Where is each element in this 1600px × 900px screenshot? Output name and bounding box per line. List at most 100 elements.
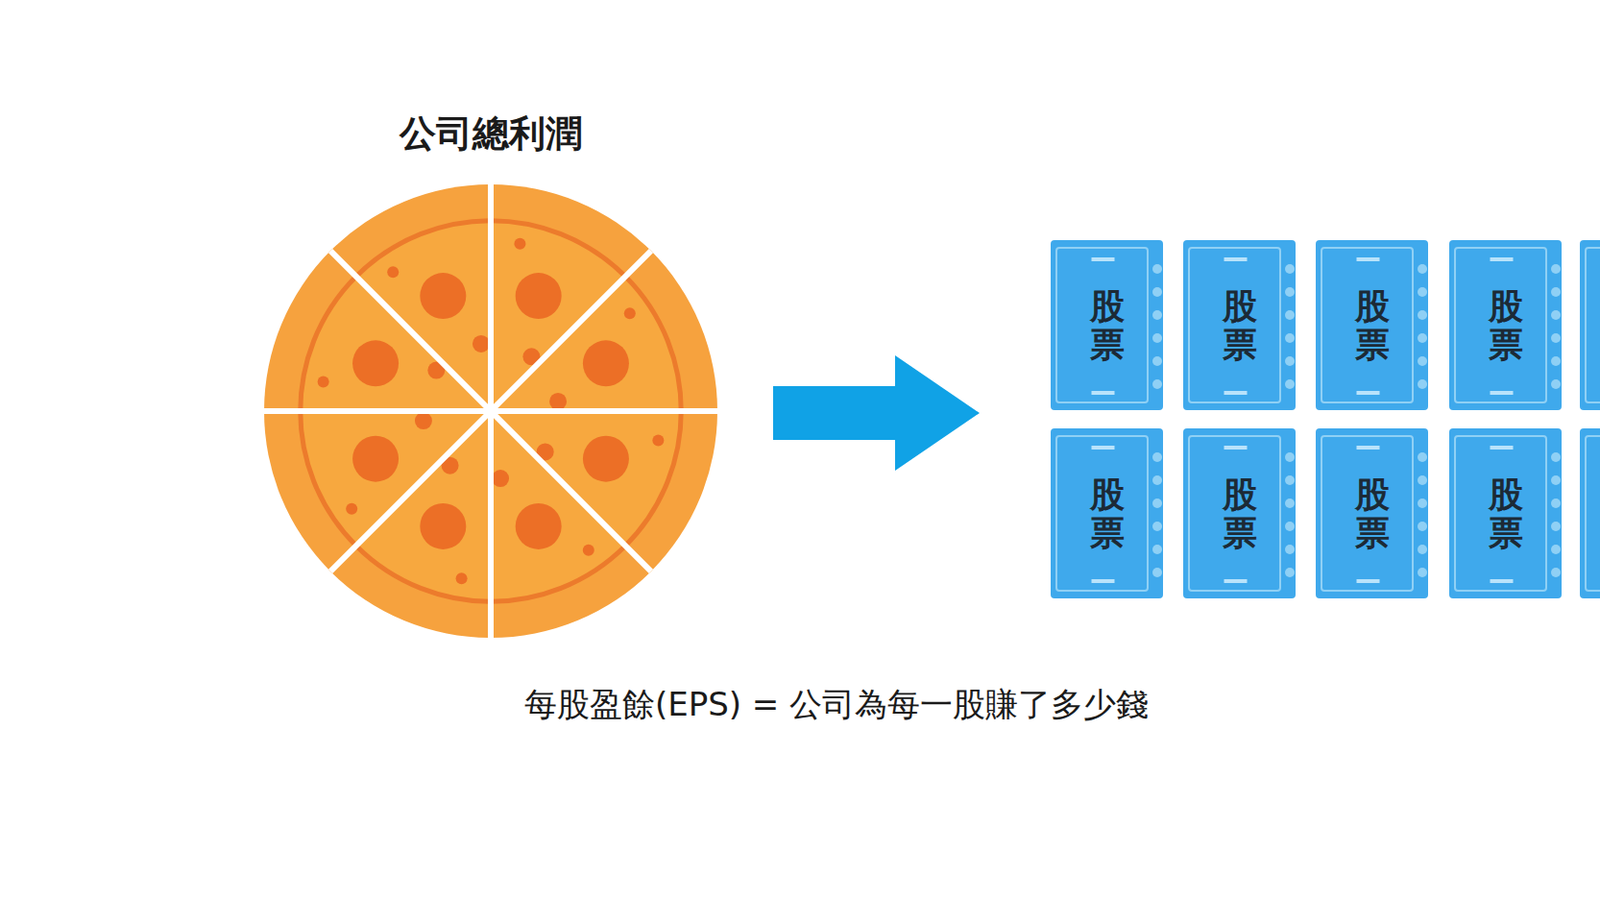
pizza-drawing xyxy=(264,184,718,638)
ticket-notch xyxy=(1551,498,1561,509)
ticket-notch xyxy=(1284,475,1295,485)
ticket-notch xyxy=(1417,333,1428,343)
pepperoni xyxy=(582,544,595,557)
ticket-notch xyxy=(1551,452,1561,462)
ticket-dash xyxy=(1091,257,1116,262)
ticket-dash xyxy=(1357,257,1381,262)
pepperoni xyxy=(652,434,664,446)
stock-ticket: 股票 xyxy=(1183,240,1296,411)
ticket-notch xyxy=(1152,287,1163,297)
ticket-notch xyxy=(1284,356,1295,366)
pepperoni xyxy=(317,376,330,388)
ticket-notch xyxy=(1417,356,1428,366)
ticket-notch xyxy=(1152,264,1163,274)
ticket-notch xyxy=(1417,567,1428,578)
profit-heading: 公司總利潤 xyxy=(399,109,582,159)
ticket-label: 股票 xyxy=(1355,287,1390,364)
ticket-notch xyxy=(1284,498,1295,509)
ticket-notch xyxy=(1152,567,1163,578)
partial-ticket xyxy=(1579,240,1600,411)
ticket-notch xyxy=(1551,287,1561,297)
ticket-notch xyxy=(1417,452,1428,462)
ticket-outline xyxy=(1454,436,1547,591)
ticket-notch xyxy=(1551,567,1561,578)
pepperoni xyxy=(549,392,567,411)
ticket-dash xyxy=(1490,390,1514,395)
pepperoni xyxy=(515,272,562,319)
stock-ticket: 股票 xyxy=(1315,428,1429,599)
ticket-notch xyxy=(1551,333,1561,343)
ticket-label: 股票 xyxy=(1488,287,1524,364)
ticket-label: 股票 xyxy=(1090,475,1125,552)
pepperoni xyxy=(582,339,630,387)
pepperoni xyxy=(491,469,510,487)
pizza-profit: 公司總利潤 xyxy=(264,184,718,638)
ticket-notch xyxy=(1152,310,1163,320)
ticket-notch xyxy=(1284,379,1295,389)
ticket-notch xyxy=(1152,452,1163,462)
ticket-outline xyxy=(1321,436,1413,591)
ticket-dash xyxy=(1224,579,1248,583)
ticket-outline xyxy=(1056,247,1148,403)
ticket-dash xyxy=(1357,445,1381,450)
ticket-notch xyxy=(1417,287,1428,297)
ticket-notch xyxy=(1284,287,1295,297)
ticket-notch xyxy=(1551,264,1561,274)
stock-ticket: 股票 xyxy=(1050,428,1164,599)
ticket-notch xyxy=(1417,475,1428,485)
pepperoni xyxy=(387,266,399,278)
ticket-notch xyxy=(1551,379,1561,389)
ticket-notch xyxy=(1551,521,1561,532)
ticket-notch xyxy=(1284,333,1295,343)
ticket-label: 股票 xyxy=(1488,475,1524,552)
stock-ticket: 股票 xyxy=(1183,428,1296,599)
partial-ticket xyxy=(1579,428,1600,599)
pepperoni xyxy=(414,412,433,430)
stock-ticket: 股票 xyxy=(1449,240,1562,411)
ticket-dash xyxy=(1490,579,1514,583)
ticket-notch xyxy=(1152,356,1163,366)
ticket-notch xyxy=(1284,521,1295,532)
ticket-notch xyxy=(1152,475,1163,485)
ticket-notch xyxy=(1417,498,1428,509)
ticket-notch xyxy=(1284,310,1295,320)
ticket-notch xyxy=(1284,544,1295,555)
pepperoni xyxy=(345,503,358,515)
partial-ticket-outline xyxy=(1585,247,1600,403)
stock-ticket: 股票 xyxy=(1315,240,1429,411)
partial-ticket-outline xyxy=(1585,436,1600,591)
ticket-label: 股票 xyxy=(1222,287,1258,364)
arrow-head xyxy=(895,355,980,471)
pepperoni xyxy=(419,503,466,550)
ticket-label: 股票 xyxy=(1355,475,1390,552)
ticket-notch xyxy=(1551,310,1561,320)
flow-arrow xyxy=(773,355,980,471)
ticket-dash xyxy=(1224,445,1248,450)
arrow-shaft xyxy=(773,386,896,440)
ticket-dash xyxy=(1091,390,1116,395)
pizza-crust xyxy=(264,184,718,638)
slice-cut xyxy=(330,250,652,572)
ticket-dash xyxy=(1224,390,1248,395)
ticket-dash xyxy=(1091,579,1116,583)
pepperoni xyxy=(472,335,490,353)
caption: 每股盈餘(EPS) = 公司為每一股賺了多少錢 xyxy=(524,682,1149,728)
ticket-notch xyxy=(1152,498,1163,509)
ticket-notch xyxy=(1284,264,1295,274)
ticket-notch xyxy=(1417,310,1428,320)
ticket-dash xyxy=(1490,445,1514,450)
ticket-notch xyxy=(1152,544,1163,555)
ticket-outline xyxy=(1188,247,1281,403)
ticket-dash xyxy=(1357,390,1381,395)
ticket-notch xyxy=(1152,333,1163,343)
stock-ticket: 股票 xyxy=(1050,240,1164,411)
ticket-notch xyxy=(1417,264,1428,274)
ticket-notch xyxy=(1284,452,1295,462)
pepperoni xyxy=(352,339,399,387)
ticket-dash xyxy=(1224,257,1248,262)
pepperoni xyxy=(513,238,526,250)
ticket-label: 股票 xyxy=(1222,475,1258,552)
pepperoni xyxy=(582,436,630,483)
ticket-outline xyxy=(1056,436,1148,591)
ticket-notch xyxy=(1551,544,1561,555)
